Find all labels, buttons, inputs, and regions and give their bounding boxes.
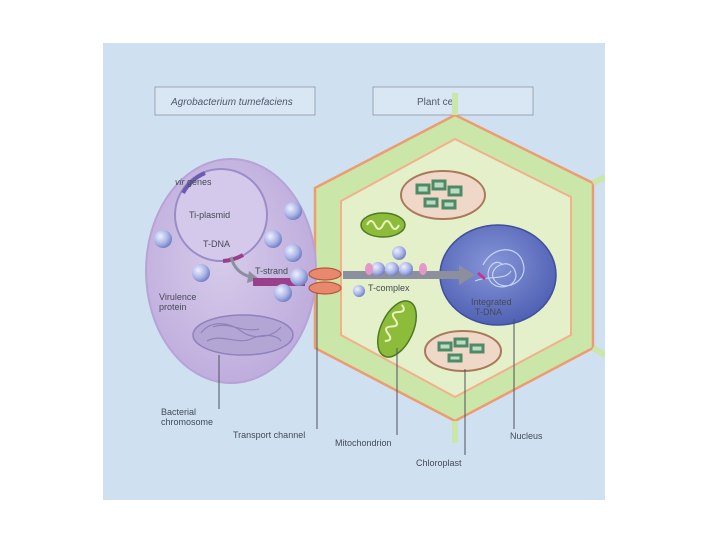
label-t-dna: T-DNA bbox=[203, 239, 230, 249]
virulence-proteins bbox=[154, 202, 308, 302]
t-strand bbox=[253, 278, 305, 286]
label-t-strand: T-strand bbox=[255, 266, 288, 276]
label-ti-plasmid: Ti-plasmid bbox=[189, 210, 230, 220]
label-virulence-line1: Virulence bbox=[159, 292, 196, 302]
t-dna-segment bbox=[222, 253, 244, 263]
transport-channel bbox=[308, 267, 342, 295]
label-nucleus: Nucleus bbox=[510, 431, 543, 441]
label-t-complex: T-complex bbox=[368, 283, 410, 293]
header-bacterium: Agrobacterium tumefaciens bbox=[170, 97, 293, 108]
cell-wall-extension-top-right bbox=[591, 174, 607, 186]
mitochondrion-lower bbox=[376, 300, 418, 358]
label-chloroplast: Chloroplast bbox=[416, 458, 462, 468]
vir-genes-segment bbox=[181, 171, 206, 195]
header-plant-cell: Plant cell bbox=[417, 97, 458, 108]
bacterial-chromosome bbox=[192, 314, 294, 356]
label-virulence-line2: protein bbox=[159, 302, 187, 312]
label-vir-genes: vir genes bbox=[175, 177, 212, 187]
t-complex bbox=[343, 246, 475, 297]
cell-wall-extension-bottom-right bbox=[591, 345, 607, 358]
label-bacterial-line1: Bacterial bbox=[161, 407, 196, 417]
label-bacterial-line2: chromosome bbox=[161, 417, 213, 427]
ti-plasmid bbox=[174, 168, 268, 262]
label-integrated-line2: T-DNA bbox=[475, 307, 502, 317]
agrobacterium-figure: Agrobacterium tumefaciens Plant cell bbox=[103, 43, 607, 500]
chloroplast-bottom bbox=[424, 330, 502, 372]
chloroplast-top bbox=[400, 170, 486, 220]
label-mitochondrion: Mitochondrion bbox=[335, 438, 392, 448]
mitochondrion-top bbox=[360, 212, 406, 238]
header-box-bacterium bbox=[154, 86, 316, 116]
nucleus bbox=[439, 224, 557, 326]
label-integrated-line1: Integrated bbox=[471, 297, 512, 307]
label-transport-channel: Transport channel bbox=[233, 430, 305, 440]
